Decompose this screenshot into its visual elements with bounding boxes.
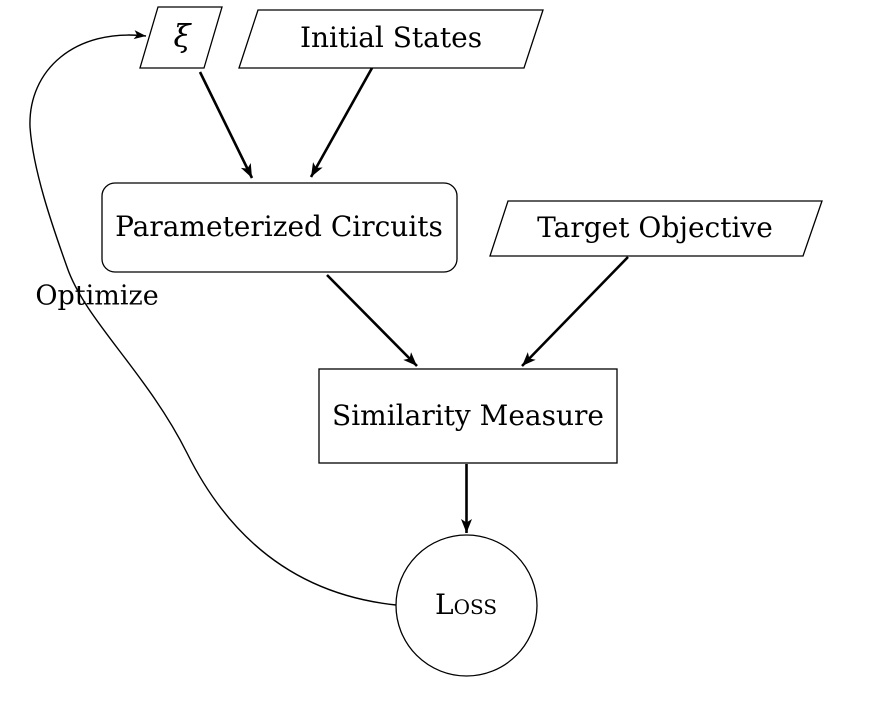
edge-initial-states-to-parameterized-circuits	[309, 67, 374, 178]
edge-optimize-label: Optimize	[35, 280, 159, 312]
edge-xi-to-parameterized-circuits	[198, 71, 254, 179]
node-xi-label: ξ	[173, 18, 191, 55]
node-initial-states-shape	[238, 9, 544, 69]
edge-loss-to-xi	[29, 30, 397, 606]
node-xi-shape	[139, 6, 223, 69]
node-loss-label: Loss	[434, 588, 498, 621]
node-similarity-measure-shape	[318, 368, 618, 464]
node-initial-states-label: Initial States	[299, 21, 483, 54]
node-similarity-measure-label: Similarity Measure	[332, 399, 604, 432]
node-target-objective-label: Target Objective	[537, 211, 773, 244]
edge-target-objective-to-similarity-measure	[521, 256, 629, 367]
node-parameterized-circuits-shape	[101, 182, 458, 273]
node-target-objective-shape	[489, 200, 823, 257]
node-loss-shape	[395, 534, 538, 677]
node-parameterized-circuits-label: Parameterized Circuits	[115, 210, 443, 243]
edge-parameterized-circuits-to-similarity-measure	[326, 274, 418, 367]
